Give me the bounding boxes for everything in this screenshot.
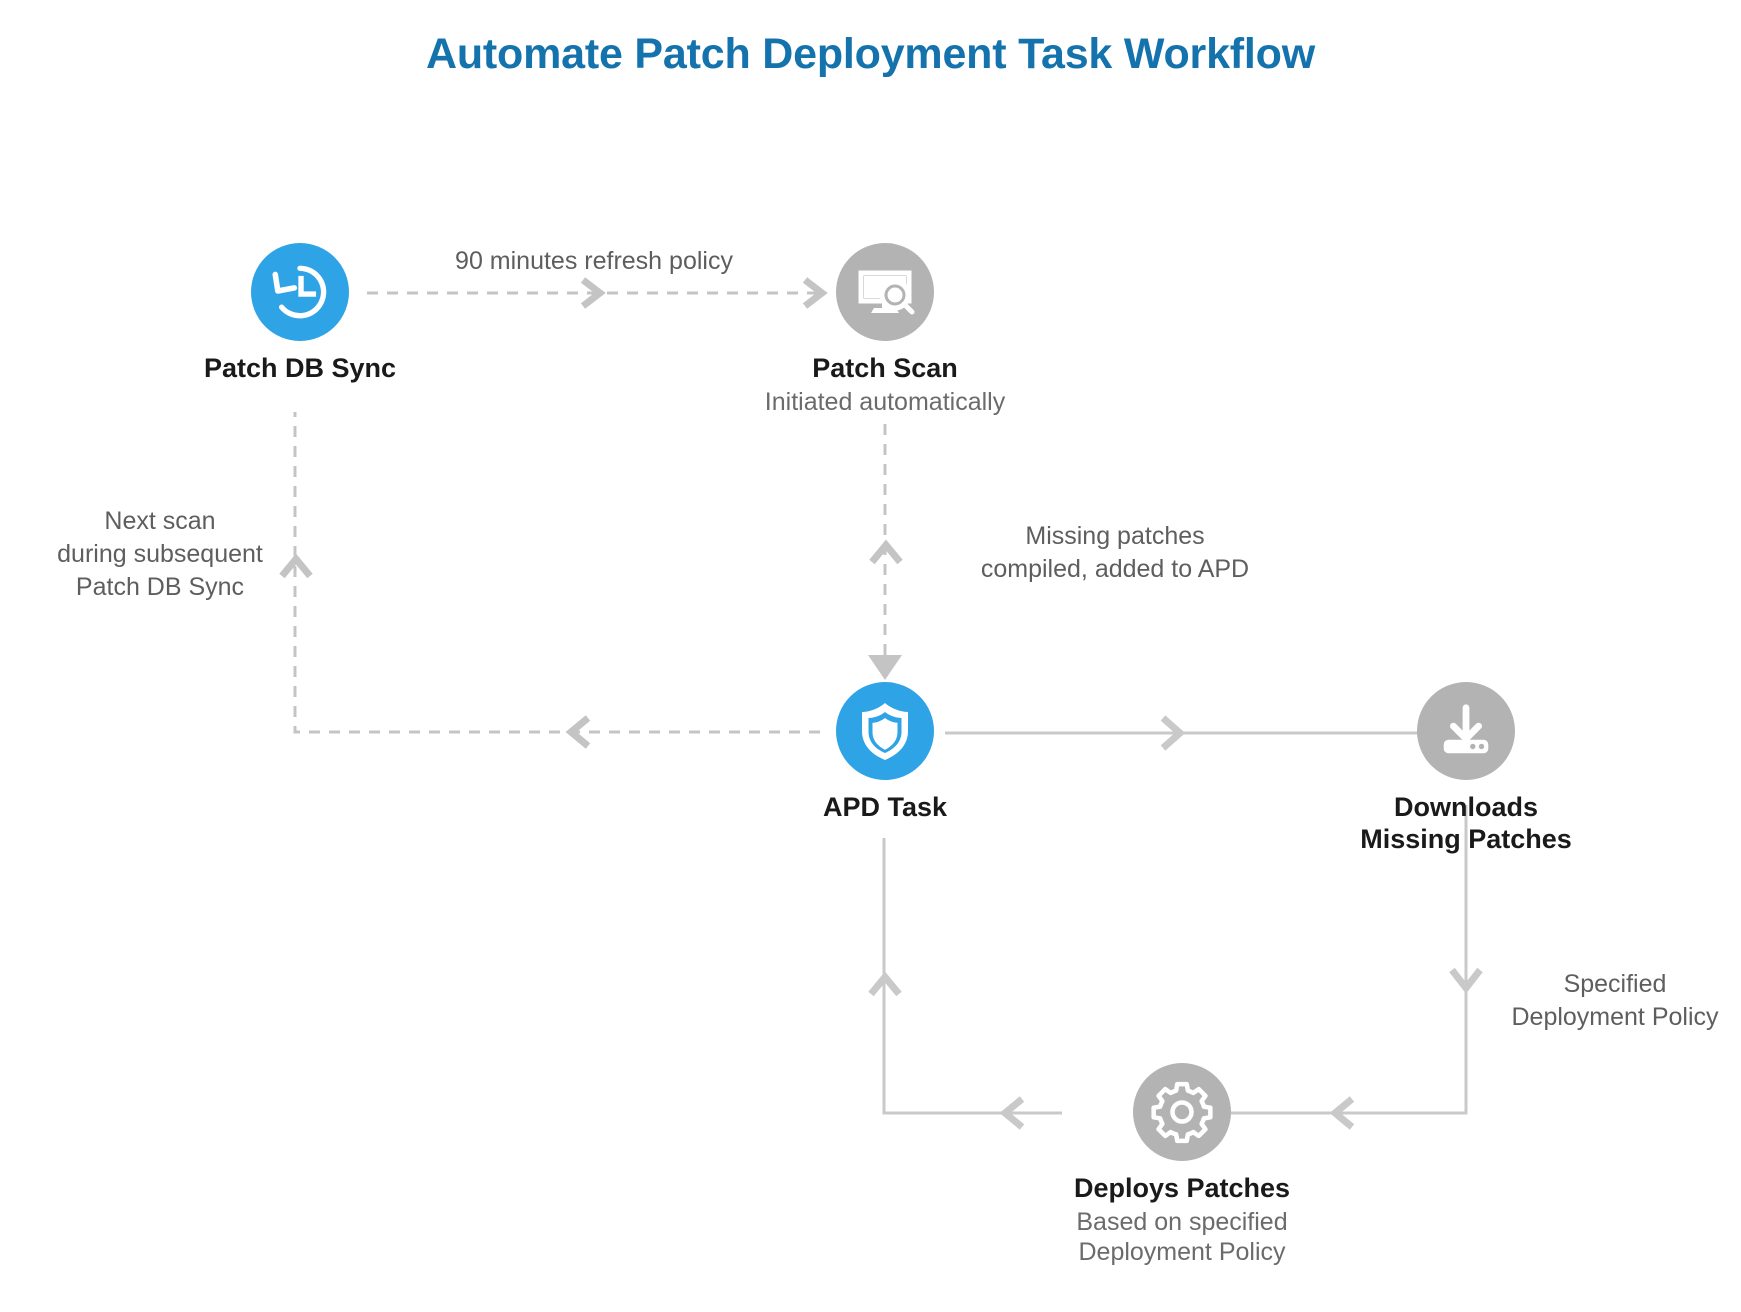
edge-deploys-to-apd [868,838,1062,1130]
shield-icon [836,682,934,780]
gear-icon [1133,1063,1231,1161]
node-downloads-missing-patches[interactable]: Downloads Missing Patches [1316,682,1616,856]
node-label-patch-scan: Patch Scan [812,353,958,383]
edge-apd-to-sync [279,412,820,749]
node-label-apd-task: APD Task [822,792,948,822]
node-patch-scan[interactable]: Patch Scan Initiated automatically [735,243,1035,417]
edge-scan-to-apd [868,424,903,680]
history-clock-icon [251,243,349,341]
node-label-deploys-patches: Deploys Patches [1073,1173,1291,1203]
node-label-patch-db-sync: Patch DB Sync [203,353,397,383]
node-sublabel-patch-scan: Initiated automatically [764,387,1006,416]
node-apd-task[interactable]: APD Task [735,682,1035,824]
node-deploys-patches[interactable]: Deploys Patches Based on specified Deplo… [1032,1063,1332,1267]
node-patch-db-sync[interactable]: Patch DB Sync [150,243,450,385]
node-sublabel-deploys-patches: Based on specified Deployment Policy [1076,1207,1288,1266]
edge-sync-to-scan [367,277,828,309]
page-title: Automate Patch Deployment Task Workflow [426,30,1315,78]
monitor-magnifier-icon [836,243,934,341]
download-tray-icon [1417,682,1515,780]
edge-label-scan-to-apd: Missing patches compiled, added to APD [980,522,1250,583]
edge-label-downloads-to-deploys: Specified Deployment Policy [1511,970,1719,1031]
edge-apd-to-downloads [945,715,1425,751]
node-label-downloads-missing-patches: Downloads Missing Patches [1360,792,1572,854]
edge-label-apd-to-sync: Next scan during subsequent Patch DB Syn… [57,507,263,601]
edge-label-sync-to-scan: 90 minutes refresh policy [455,247,733,275]
edge-downloads-to-deploys [1182,805,1483,1130]
